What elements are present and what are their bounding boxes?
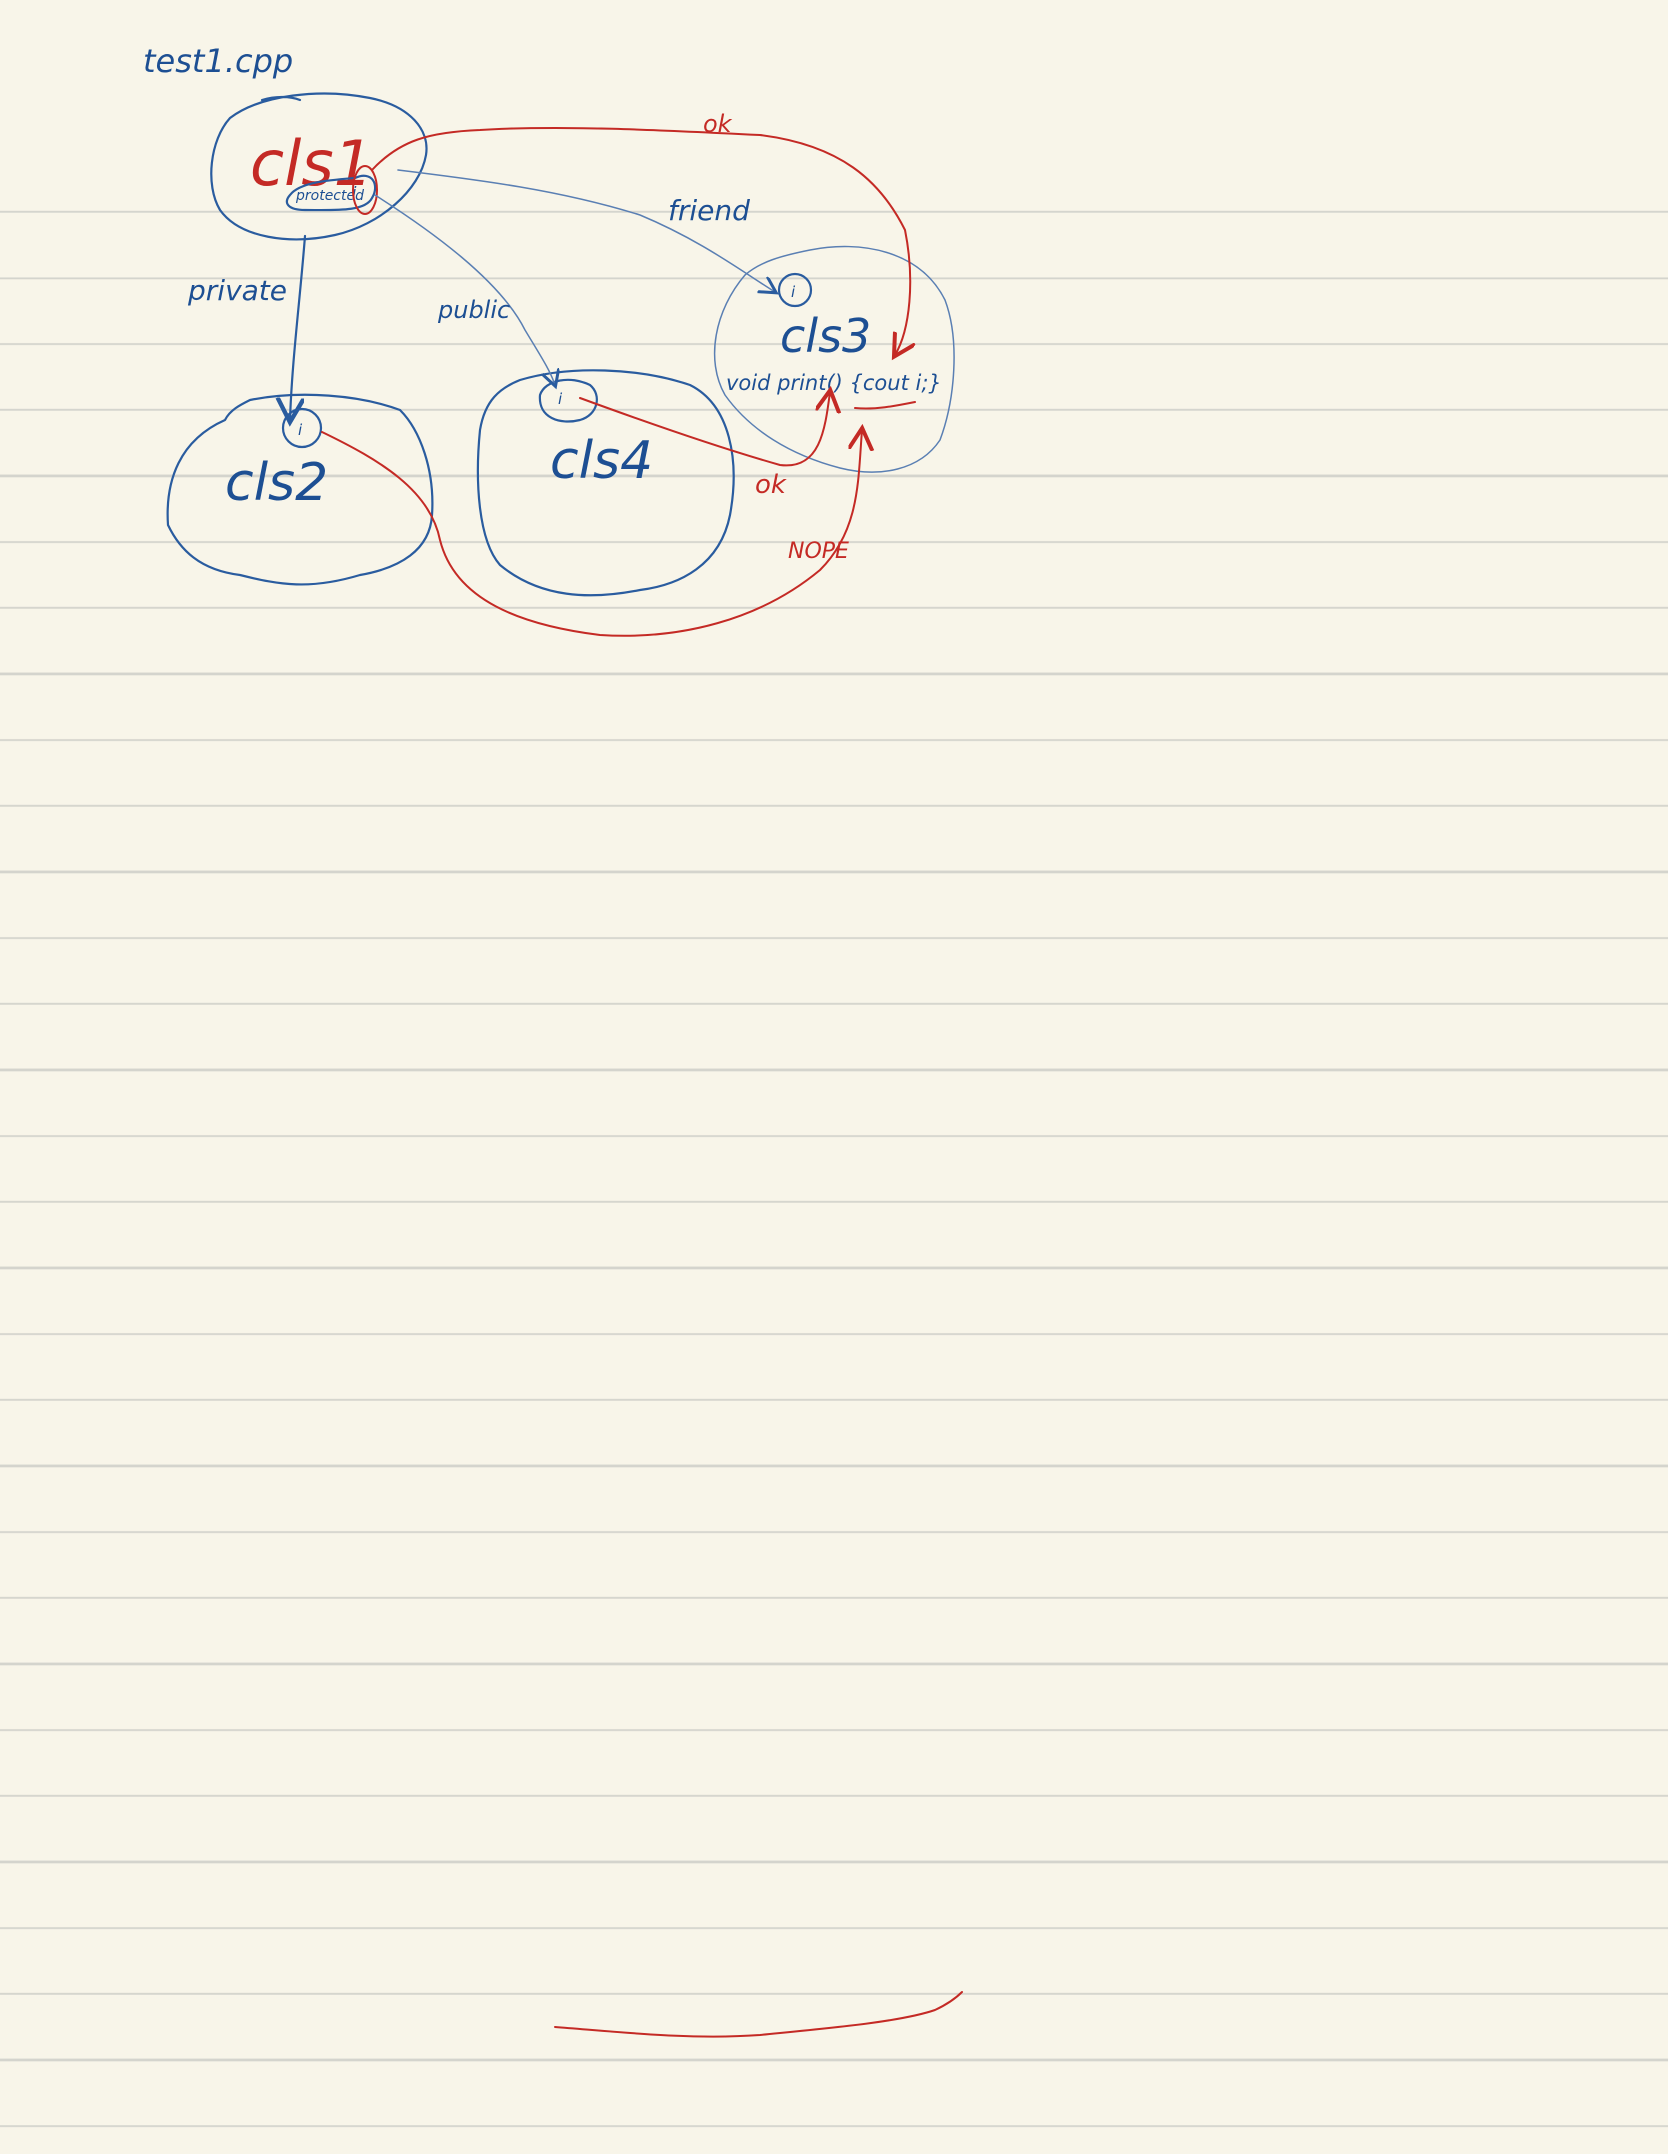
edge-friend-arrow [397,169,775,292]
cls3-member: i [791,283,796,301]
cls3-method-underline [854,401,916,410]
edge-public-arrow [374,194,555,385]
cls3-method: void print() {cout i;} [726,371,942,395]
cls4-shape [476,369,735,597]
edge-private-arrow [290,234,307,420]
cls4-label: cls4 [550,431,653,491]
cls4-member-circle [538,378,598,423]
edge-friend-label: friend [668,194,750,227]
edge-ok-bottom-label: ok [755,470,787,500]
cls3-label: cls3 [780,309,871,363]
cls1-shape [210,92,428,241]
edge-nope-label: NOPE [788,539,849,564]
edge-ok-bottom-arrow [579,392,830,467]
cls3-member-circle [777,272,813,308]
file-title: test1.cpp [143,42,293,80]
edge-nope-arrow [321,430,862,637]
cls1-member: i [352,183,357,202]
cls2-member: i [298,421,303,439]
edge-ok-top-arrow [371,126,910,355]
cls2-shape [166,393,434,586]
cls4-member: i [558,390,563,408]
cls2-label: cls2 [225,453,328,513]
stray-pen-stroke [554,1991,963,2038]
edge-public-label: public [437,296,510,324]
edge-ok-top-label: ok [703,110,733,138]
edge-private-label: private [187,274,287,307]
cls3-shape [713,245,955,473]
cls1-protected-bubble [285,174,377,212]
cls1-member-tag: protected [295,188,364,204]
cls1-member-highlight [352,165,378,215]
